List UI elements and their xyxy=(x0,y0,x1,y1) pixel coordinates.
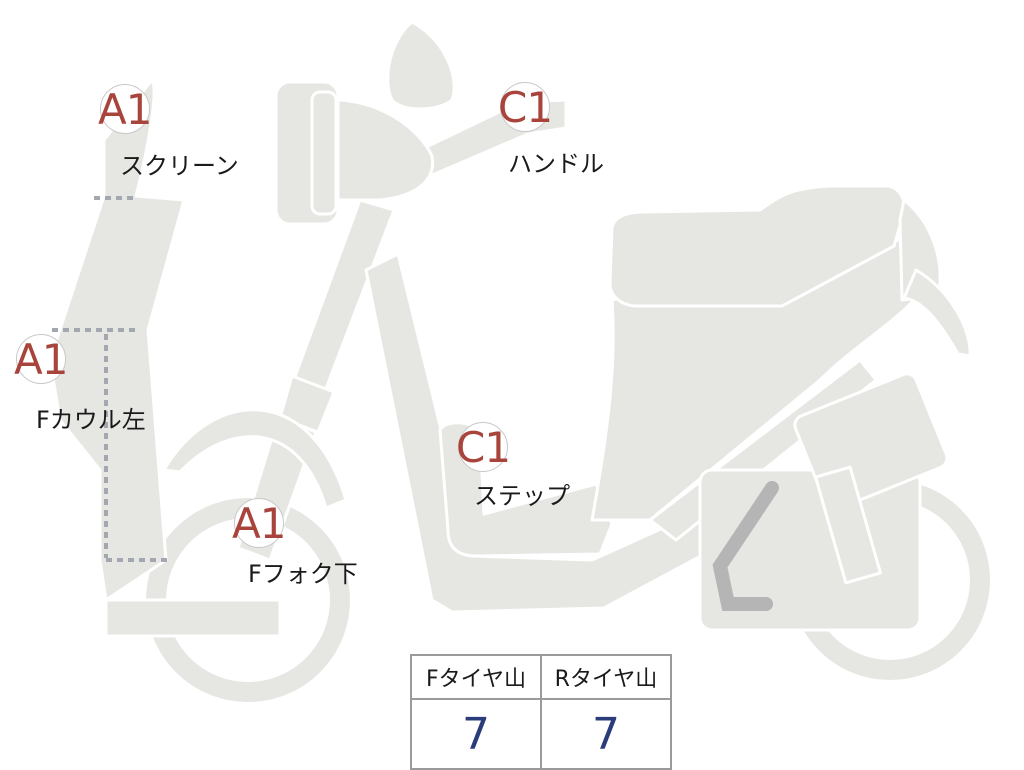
handle-cover xyxy=(318,98,435,202)
tire-tread-table: Fタイヤ山 Rタイヤ山 7 7 xyxy=(410,654,672,770)
exhaust-pipe xyxy=(712,481,779,611)
marker-badge-f-cowl-left xyxy=(16,334,66,384)
front-light-inner xyxy=(310,90,338,216)
step-floor xyxy=(438,421,614,558)
front-cowl xyxy=(104,598,282,638)
front-fender xyxy=(162,408,348,510)
marker-badge-f-fork-lower xyxy=(234,498,284,548)
front-tread-value: 7 xyxy=(410,698,542,770)
marker-badge-step xyxy=(458,422,508,472)
rear-tread-value: 7 xyxy=(540,698,672,770)
marker-badge-handle xyxy=(500,82,550,132)
front-tread-header: Fタイヤ山 xyxy=(410,654,542,700)
marker-label-screen: スクリーン xyxy=(120,152,239,180)
marker-label-f-cowl-left: Fカウル左 xyxy=(36,406,146,434)
tread-table-value-row: 7 7 xyxy=(410,698,672,770)
marker-label-step: ステップ xyxy=(474,482,570,510)
marker-code-step: C1 xyxy=(456,423,511,472)
headlight xyxy=(386,20,456,111)
rear-fender xyxy=(902,268,972,358)
tread-table-header-row: Fタイヤ山 Rタイヤ山 xyxy=(410,654,672,700)
marker-badge-screen xyxy=(100,84,150,134)
panel-divider-lines xyxy=(52,196,168,562)
marker-code-f-cowl-left: A1 xyxy=(14,335,68,384)
seat xyxy=(608,184,906,308)
fork-upper xyxy=(278,374,336,434)
marker-code-handle: C1 xyxy=(498,83,553,132)
marker-code-screen: A1 xyxy=(98,85,152,134)
rear-shock-rod xyxy=(814,465,882,585)
marker-label-handle: ハンドル xyxy=(508,150,604,178)
marker-code-f-fork-lower: A1 xyxy=(232,499,286,548)
front-cowl-upper xyxy=(48,78,186,602)
marker-label-f-fork-lower: Fフォク下 xyxy=(248,560,358,588)
rear-tread-header: Rタイヤ山 xyxy=(540,654,672,700)
